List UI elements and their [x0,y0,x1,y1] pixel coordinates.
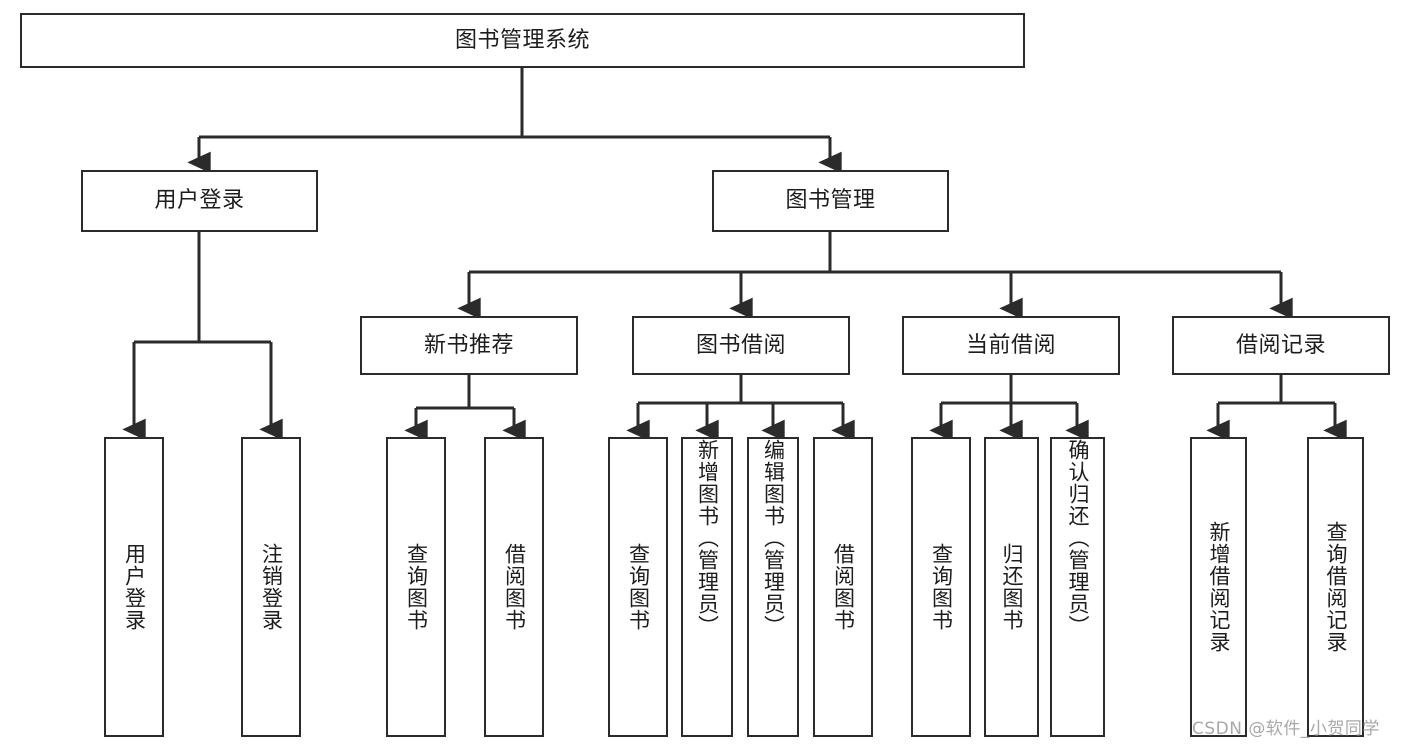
node-leaf-add-book[interactable]: 新增图书（管理员） [681,437,733,737]
node-leaf-return-book[interactable]: 归还图书 [984,437,1039,737]
csdn-watermark: CSDN @软件_小贺同学 [1192,719,1380,739]
node-root-label: 图书管理系统 [454,27,590,53]
node-book-borrow-label: 图书借阅 [695,332,786,358]
node-book-manage[interactable]: 图书管理 [712,170,949,232]
node-leaf-add-record-label: 新增借阅记录 [1206,521,1231,653]
node-leaf-query-book-1[interactable]: 查询图书 [386,437,446,737]
node-user-login-label: 用户登录 [154,188,245,214]
node-user-login[interactable]: 用户登录 [81,170,318,232]
node-new-book-rec[interactable]: 新书推荐 [360,316,578,375]
node-leaf-user-logout[interactable]: 注销登录 [241,437,301,737]
node-new-book-rec-label: 新书推荐 [423,332,514,358]
node-borrow-record[interactable]: 借阅记录 [1172,316,1390,375]
node-leaf-edit-book-label: 编辑图书（管理员） [761,439,786,637]
node-leaf-query-book-2-label: 查询图书 [626,543,651,631]
node-leaf-confirm-return-label: 确认归还（管理员） [1065,439,1090,637]
node-leaf-add-book-label: 新增图书（管理员） [695,439,720,637]
node-book-manage-label: 图书管理 [785,188,876,214]
node-leaf-query-book-3-label: 查询图书 [929,543,954,631]
node-leaf-borrow-book-2[interactable]: 借阅图书 [813,437,873,737]
node-leaf-query-record[interactable]: 查询借阅记录 [1307,437,1364,737]
node-current-borrow-label: 当前借阅 [965,332,1056,358]
node-current-borrow[interactable]: 当前借阅 [902,316,1120,375]
node-leaf-query-book-2[interactable]: 查询图书 [608,437,668,737]
node-leaf-user-logout-label: 注销登录 [259,543,284,631]
node-leaf-edit-book[interactable]: 编辑图书（管理员） [747,437,799,737]
node-leaf-user-login-label: 用户登录 [122,543,147,631]
node-leaf-return-book-label: 归还图书 [999,543,1024,631]
node-leaf-query-book-1-label: 查询图书 [404,543,429,631]
node-borrow-record-label: 借阅记录 [1235,332,1326,358]
node-leaf-borrow-book-1-label: 借阅图书 [502,543,527,631]
node-leaf-borrow-book-2-label: 借阅图书 [831,543,856,631]
node-leaf-borrow-book-1[interactable]: 借阅图书 [484,437,544,737]
node-leaf-query-record-label: 查询借阅记录 [1323,521,1348,653]
node-leaf-user-login[interactable]: 用户登录 [104,437,164,737]
node-leaf-confirm-return[interactable]: 确认归还（管理员） [1050,437,1105,737]
node-leaf-query-book-3[interactable]: 查询图书 [911,437,971,737]
node-root[interactable]: 图书管理系统 [20,13,1025,68]
node-leaf-add-record[interactable]: 新增借阅记录 [1190,437,1247,737]
node-book-borrow[interactable]: 图书借阅 [632,316,850,375]
